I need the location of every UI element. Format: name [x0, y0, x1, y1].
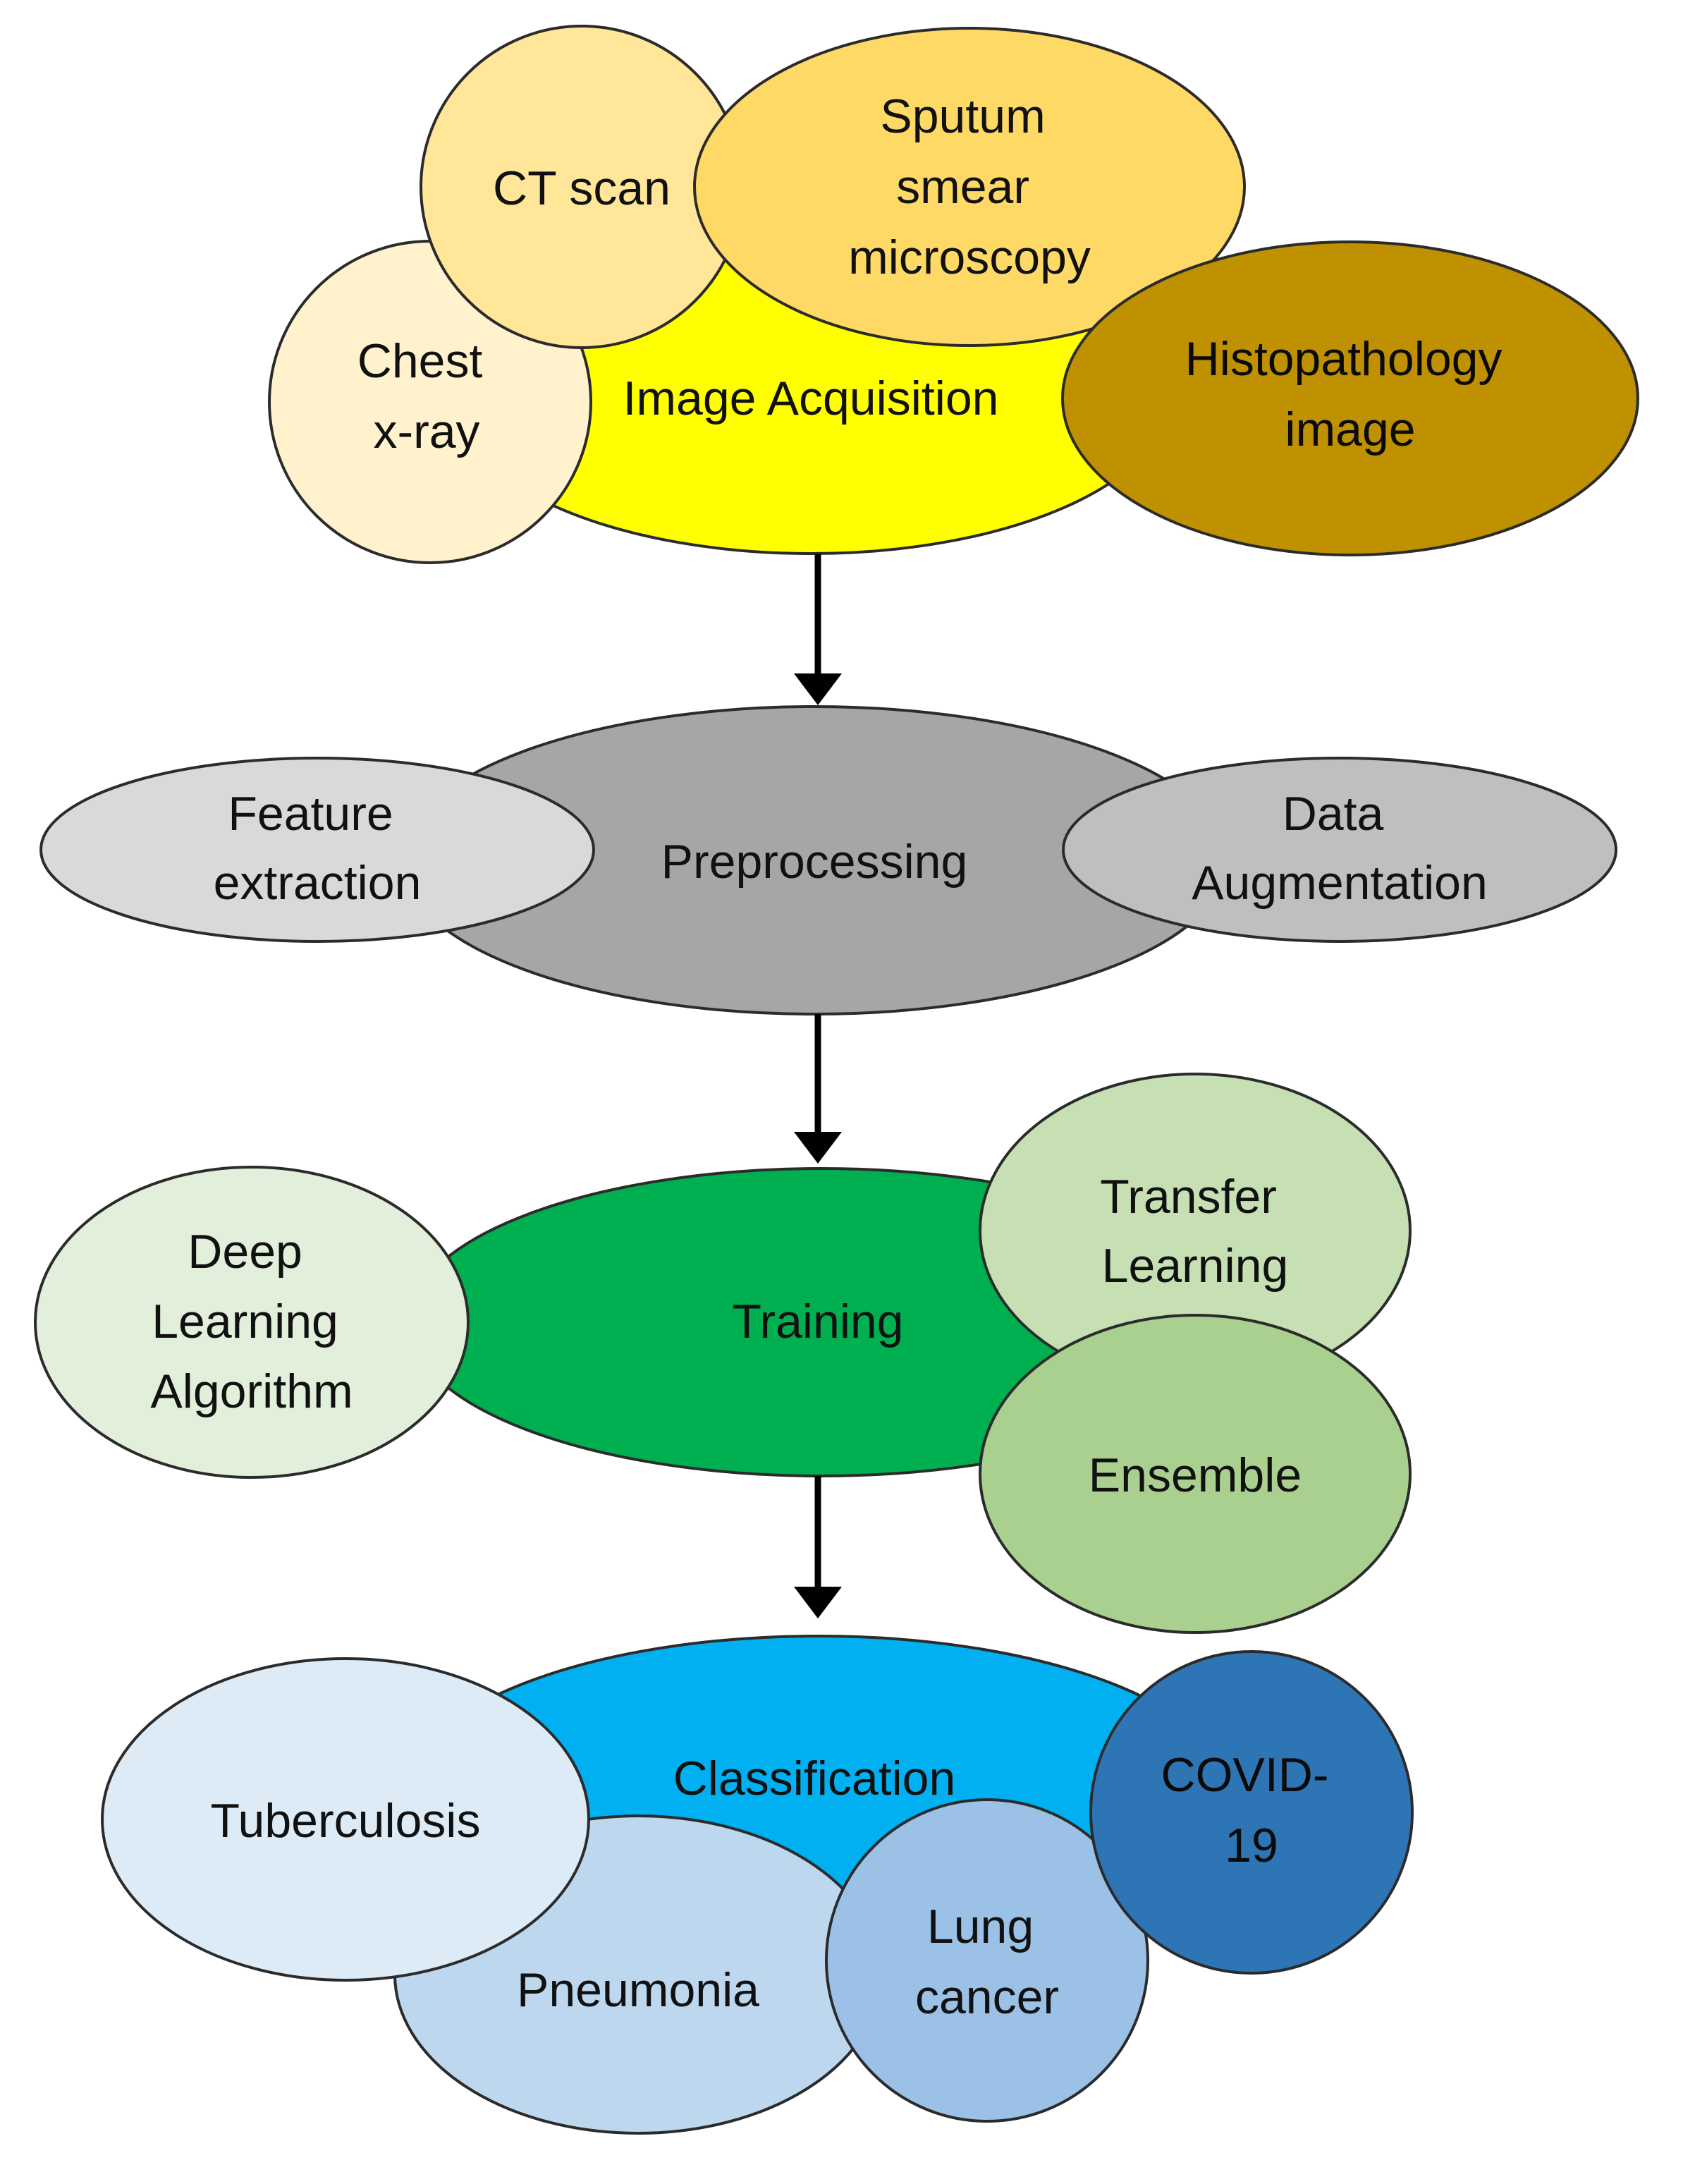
ct-scan-label: CT scan [493, 161, 671, 215]
transfer-learning-label: Transfer Learning [1100, 1170, 1290, 1293]
preprocessing-label: Preprocessing [661, 835, 968, 889]
arrowhead-3 [794, 1587, 842, 1618]
deep-learning-label: Deep Learning Algorithm [150, 1225, 353, 1418]
arrowhead-2 [794, 1132, 842, 1164]
data-augmentation-node [1062, 757, 1617, 943]
stage-classification: Classification Pneumonia Tuberculosis Lu… [101, 1635, 1414, 2135]
ensemble-label: Ensemble [1089, 1448, 1302, 1502]
chest-xray-label: Chest x-ray [357, 334, 496, 458]
stage-preprocessing: Preprocessing Feature extraction Data Au… [39, 705, 1617, 1015]
feature-extraction-node [39, 757, 595, 943]
stage-training: Training Deep Learning Algorithm Transfe… [34, 1073, 1412, 1634]
histopathology-label: Histopathology image [1185, 332, 1516, 456]
data-augmentation-label: Data Augmentation [1192, 787, 1488, 910]
covid-node [1089, 1650, 1414, 1975]
sputum-node [693, 27, 1246, 347]
ensemble-node [979, 1314, 1412, 1634]
covid-label: COVID- 19 [1161, 1748, 1342, 1872]
classification-label: Classification [673, 1752, 956, 1805]
histopathology-node [1061, 240, 1639, 556]
lung-cancer-node [825, 1798, 1149, 2123]
stage-image-acquisition: Image Acquisition Chest x-ray CT scan Sp… [268, 25, 1639, 564]
image-acquisition-label: Image Acquisition [623, 372, 999, 425]
arrowhead-1 [794, 673, 842, 705]
pneumonia-label: Pneumonia [517, 1963, 759, 2017]
feature-extraction-label: Feature extraction [214, 787, 422, 910]
tuberculosis-node [101, 1657, 590, 1982]
training-label: Training [732, 1295, 903, 1348]
lung-cancer-label: Lung cancer [915, 1900, 1059, 2024]
sputum-label: Sputum smear microscopy [848, 90, 1091, 284]
deep-learning-node [34, 1166, 470, 1479]
tuberculosis-label: Tuberculosis [211, 1794, 481, 1848]
